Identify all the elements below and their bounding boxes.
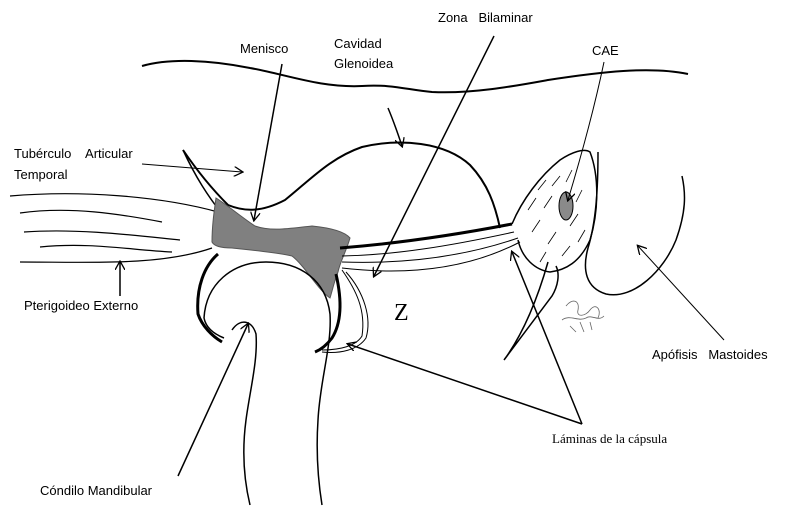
mastoid-outline	[585, 152, 684, 295]
condilo-arrow	[178, 324, 248, 476]
scribble-mark	[562, 301, 604, 332]
condyle-head	[204, 262, 330, 505]
label-condilo: Cóndilo Mandibular	[40, 483, 153, 498]
apofisis-arrow	[638, 246, 724, 340]
cavidad-arrow	[388, 108, 402, 146]
label-zona-bilaminar: Zona Bilaminar	[438, 10, 533, 25]
menisco-arrow	[254, 64, 282, 220]
label-z: Z	[394, 300, 409, 326]
label-cavidad-2: Glenoidea	[334, 56, 394, 71]
label-laminas: Láminas de la cápsula	[552, 431, 667, 446]
skull-base-outline	[142, 61, 688, 92]
label-cae: CAE	[592, 43, 619, 58]
tympanic-plate	[512, 150, 597, 272]
tuberculo-arrow	[142, 164, 242, 172]
label-menisco: Menisco	[240, 41, 288, 56]
label-apofisis: Apófisis Mastoides	[652, 347, 768, 362]
bilaminar-zone-lines	[340, 224, 520, 271]
label-pterigoideo: Pterigoideo Externo	[24, 298, 138, 313]
label-cavidad-1: Cavidad	[334, 36, 382, 51]
cae-arrow	[568, 62, 604, 200]
label-tuberculo-1: Tubérculo Articular	[14, 146, 133, 161]
label-tuberculo-2: Temporal	[14, 167, 68, 182]
pterigoideo-fibers	[10, 194, 218, 263]
laminas-arrow-1	[512, 252, 582, 424]
leader-lines	[120, 36, 724, 476]
meniscus-disc	[212, 198, 350, 298]
laminas-arrow-2	[348, 344, 582, 424]
cae-canal	[559, 192, 573, 220]
